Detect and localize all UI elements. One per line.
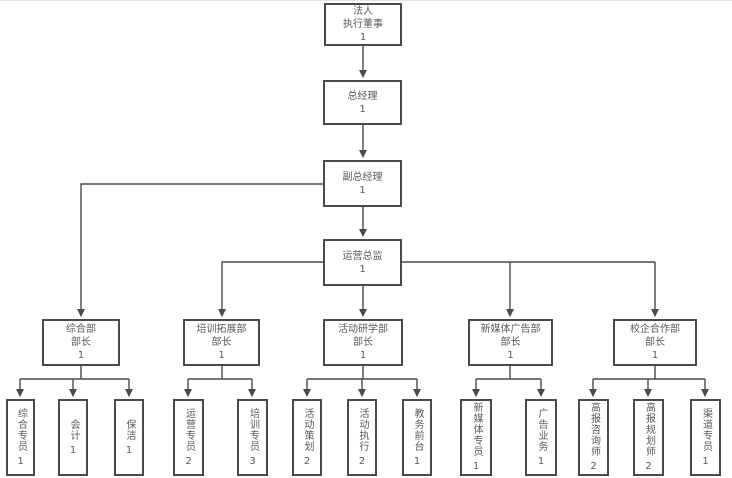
node-title: 法人 执行董事 <box>343 6 383 30</box>
node-title: 高报规划师 <box>643 402 655 457</box>
node-title: 运营专员 <box>183 407 195 452</box>
node-count: 1 <box>69 444 77 456</box>
org-node-school-enterprise-coop-dept[interactable]: 校企合作部 部长 1 <box>613 319 697 366</box>
org-node-legal-executive-director[interactable]: 法人 执行董事 1 <box>324 3 402 46</box>
node-title: 运营总监 <box>342 250 383 262</box>
org-node-training-expansion-dept[interactable]: 培训拓展部 部长 1 <box>183 319 260 366</box>
node-count: 1 <box>413 455 421 467</box>
org-node-channel-specialist[interactable]: 渠道专员 1 <box>690 399 721 476</box>
org-node-new-media-specialist[interactable]: 新媒体专员 1 <box>460 399 492 476</box>
org-node-general-affairs-specialist[interactable]: 综合专员 1 <box>6 399 35 476</box>
node-title: 新媒体广告部 部长 <box>480 324 541 348</box>
node-title: 保洁 <box>124 418 135 441</box>
node-count: 3 <box>249 455 256 467</box>
node-count: 1 <box>17 455 24 467</box>
node-count: 2 <box>358 455 366 467</box>
node-count: 2 <box>590 461 597 472</box>
org-node-general-affairs-dept[interactable]: 综合部 部长 1 <box>42 319 120 366</box>
node-count: 1 <box>218 350 225 361</box>
node-count: 2 <box>645 461 652 472</box>
node-count: 1 <box>359 32 367 43</box>
org-node-deputy-general-manager[interactable]: 副总经理 1 <box>323 160 402 207</box>
node-title: 会计 <box>68 418 79 441</box>
org-node-accountant[interactable]: 会计 1 <box>58 399 88 476</box>
node-count: 2 <box>303 455 311 467</box>
node-title: 活动执行 <box>357 407 368 452</box>
node-title: 新媒体专员 <box>471 402 482 457</box>
node-count: 1 <box>537 455 545 467</box>
org-node-training-specialist[interactable]: 培训专员 3 <box>237 399 268 476</box>
org-node-ad-business[interactable]: 广告业务 1 <box>525 399 557 476</box>
node-count: 1 <box>702 455 709 467</box>
org-node-event-planning[interactable]: 活动策划 2 <box>292 399 322 476</box>
org-node-cleaner[interactable]: 保洁 1 <box>114 399 144 476</box>
node-count: 1 <box>359 103 366 115</box>
node-count: 1 <box>651 350 659 361</box>
node-title: 活动策划 <box>302 407 313 452</box>
node-title: 渠道专员 <box>700 407 712 452</box>
node-count: 1 <box>472 461 480 472</box>
org-node-operations-specialist[interactable]: 运营专员 2 <box>173 399 204 476</box>
node-title: 高报咨询师 <box>588 402 600 457</box>
node-title: 培训专员 <box>247 407 259 452</box>
node-title: 副总经理 <box>342 171 383 183</box>
node-count: 1 <box>507 350 514 361</box>
node-title: 综合部 部长 <box>66 324 96 348</box>
node-title: 活动研学部 部长 <box>338 324 388 348</box>
node-count: 1 <box>77 350 85 361</box>
node-count: 2 <box>185 455 192 467</box>
org-node-gaokao-planner[interactable]: 高报规划师 2 <box>633 399 664 476</box>
org-node-new-media-ad-dept[interactable]: 新媒体广告部 部长 1 <box>468 319 553 366</box>
node-title: 培训拓展部 部长 <box>196 324 247 348</box>
node-title: 综合专员 <box>15 407 27 452</box>
node-title: 校企合作部 部长 <box>630 324 680 348</box>
node-count: 1 <box>359 350 367 361</box>
node-count: 1 <box>359 184 366 196</box>
node-count: 1 <box>125 444 133 456</box>
org-node-activity-research-dept[interactable]: 活动研学部 部长 1 <box>323 319 403 366</box>
org-node-general-manager[interactable]: 总经理 1 <box>323 80 402 125</box>
org-node-academic-front-desk[interactable]: 教务前台 1 <box>402 399 432 476</box>
node-title: 总经理 <box>347 90 378 102</box>
org-node-gaokao-consultant[interactable]: 高报咨询师 2 <box>578 399 609 476</box>
node-title: 广告业务 <box>536 407 547 452</box>
org-node-event-execution[interactable]: 活动执行 2 <box>347 399 377 476</box>
node-count: 1 <box>359 263 366 275</box>
org-node-operations-director[interactable]: 运营总监 1 <box>323 239 402 286</box>
node-title: 教务前台 <box>412 407 423 452</box>
